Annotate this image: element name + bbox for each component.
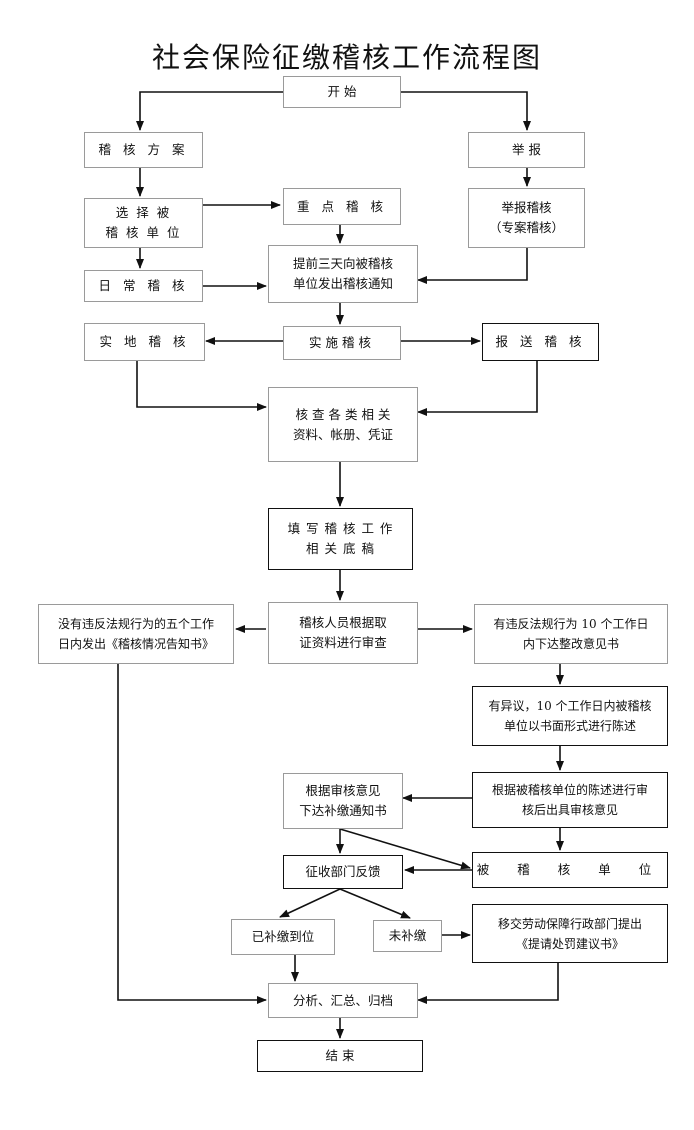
edge-reportaudit-to-notice bbox=[417, 248, 528, 284]
edge-submit-to-check bbox=[417, 361, 538, 416]
node-collection-feedback: 征收部门反馈 bbox=[283, 855, 403, 889]
node-key-audit: 重 点 稽 核 bbox=[283, 188, 401, 225]
node-unpaid: 未补缴 bbox=[373, 920, 442, 952]
edge-supplement-to-unit bbox=[339, 828, 471, 870]
node-advance-notice: 提前三天向被稽核 单位发出稽核通知 bbox=[268, 245, 418, 303]
node-review: 稽核人员根据取 证资料进行审查 bbox=[268, 602, 418, 664]
edge-start-to-plan bbox=[136, 91, 283, 131]
node-start: 开 始 bbox=[283, 76, 401, 108]
edge-start-to-report bbox=[401, 91, 531, 131]
edge-noviolation-to-archive bbox=[117, 664, 267, 1004]
node-supplement-notice: 根据审核意见 下达补缴通知书 bbox=[283, 773, 403, 829]
node-violation: 有违反法规行为 10 个工作日 内下达整改意见书 bbox=[474, 604, 668, 664]
edge-onsite-to-check bbox=[136, 361, 267, 411]
edge-feedback-to-unpaid bbox=[339, 888, 411, 919]
edge-transfer-to-archive bbox=[417, 963, 559, 1004]
node-end: 结 束 bbox=[257, 1040, 423, 1072]
node-report-audit: 举报稽核 （专案稽核） bbox=[468, 188, 585, 248]
node-submit-audit: 报 送 稽 核 bbox=[482, 323, 599, 361]
node-paid: 已补缴到位 bbox=[231, 919, 335, 955]
page-title: 社会保险征缴稽核工作流程图 bbox=[151, 41, 542, 74]
node-audited-unit: 被 稽 核 单 位 bbox=[472, 852, 668, 888]
node-no-violation: 没有违反法规行为的五个工作 日内发出《稽核情况告知书》 bbox=[38, 604, 234, 664]
node-fill-draft: 填 写 稽 核 工 作 相 关 底 稿 bbox=[268, 508, 413, 570]
node-daily-audit: 日 常 稽 核 bbox=[84, 270, 203, 302]
node-archive: 分析、汇总、归档 bbox=[268, 983, 418, 1018]
node-objection: 有异议，10 个工作日内被稽核 单位以书面形式进行陈述 bbox=[472, 686, 668, 746]
edge-feedback-to-paid bbox=[279, 888, 341, 918]
node-onsite-audit: 实 地 稽 核 bbox=[84, 323, 205, 361]
node-check-docs: 核 查 各 类 相 关 资料、帐册、凭证 bbox=[268, 387, 418, 462]
node-audit-plan: 稽 核 方 案 bbox=[84, 132, 203, 168]
node-transfer: 移交劳动保障行政部门提出 《提请处罚建议书》 bbox=[472, 904, 668, 963]
node-report: 举 报 bbox=[468, 132, 585, 168]
node-select-unit: 选 择 被 稽 核 单 位 bbox=[84, 198, 203, 248]
node-implement-audit: 实施稽核 bbox=[283, 326, 401, 360]
node-recheck: 根据被稽核单位的陈述进行审 核后出具审核意见 bbox=[472, 772, 668, 828]
